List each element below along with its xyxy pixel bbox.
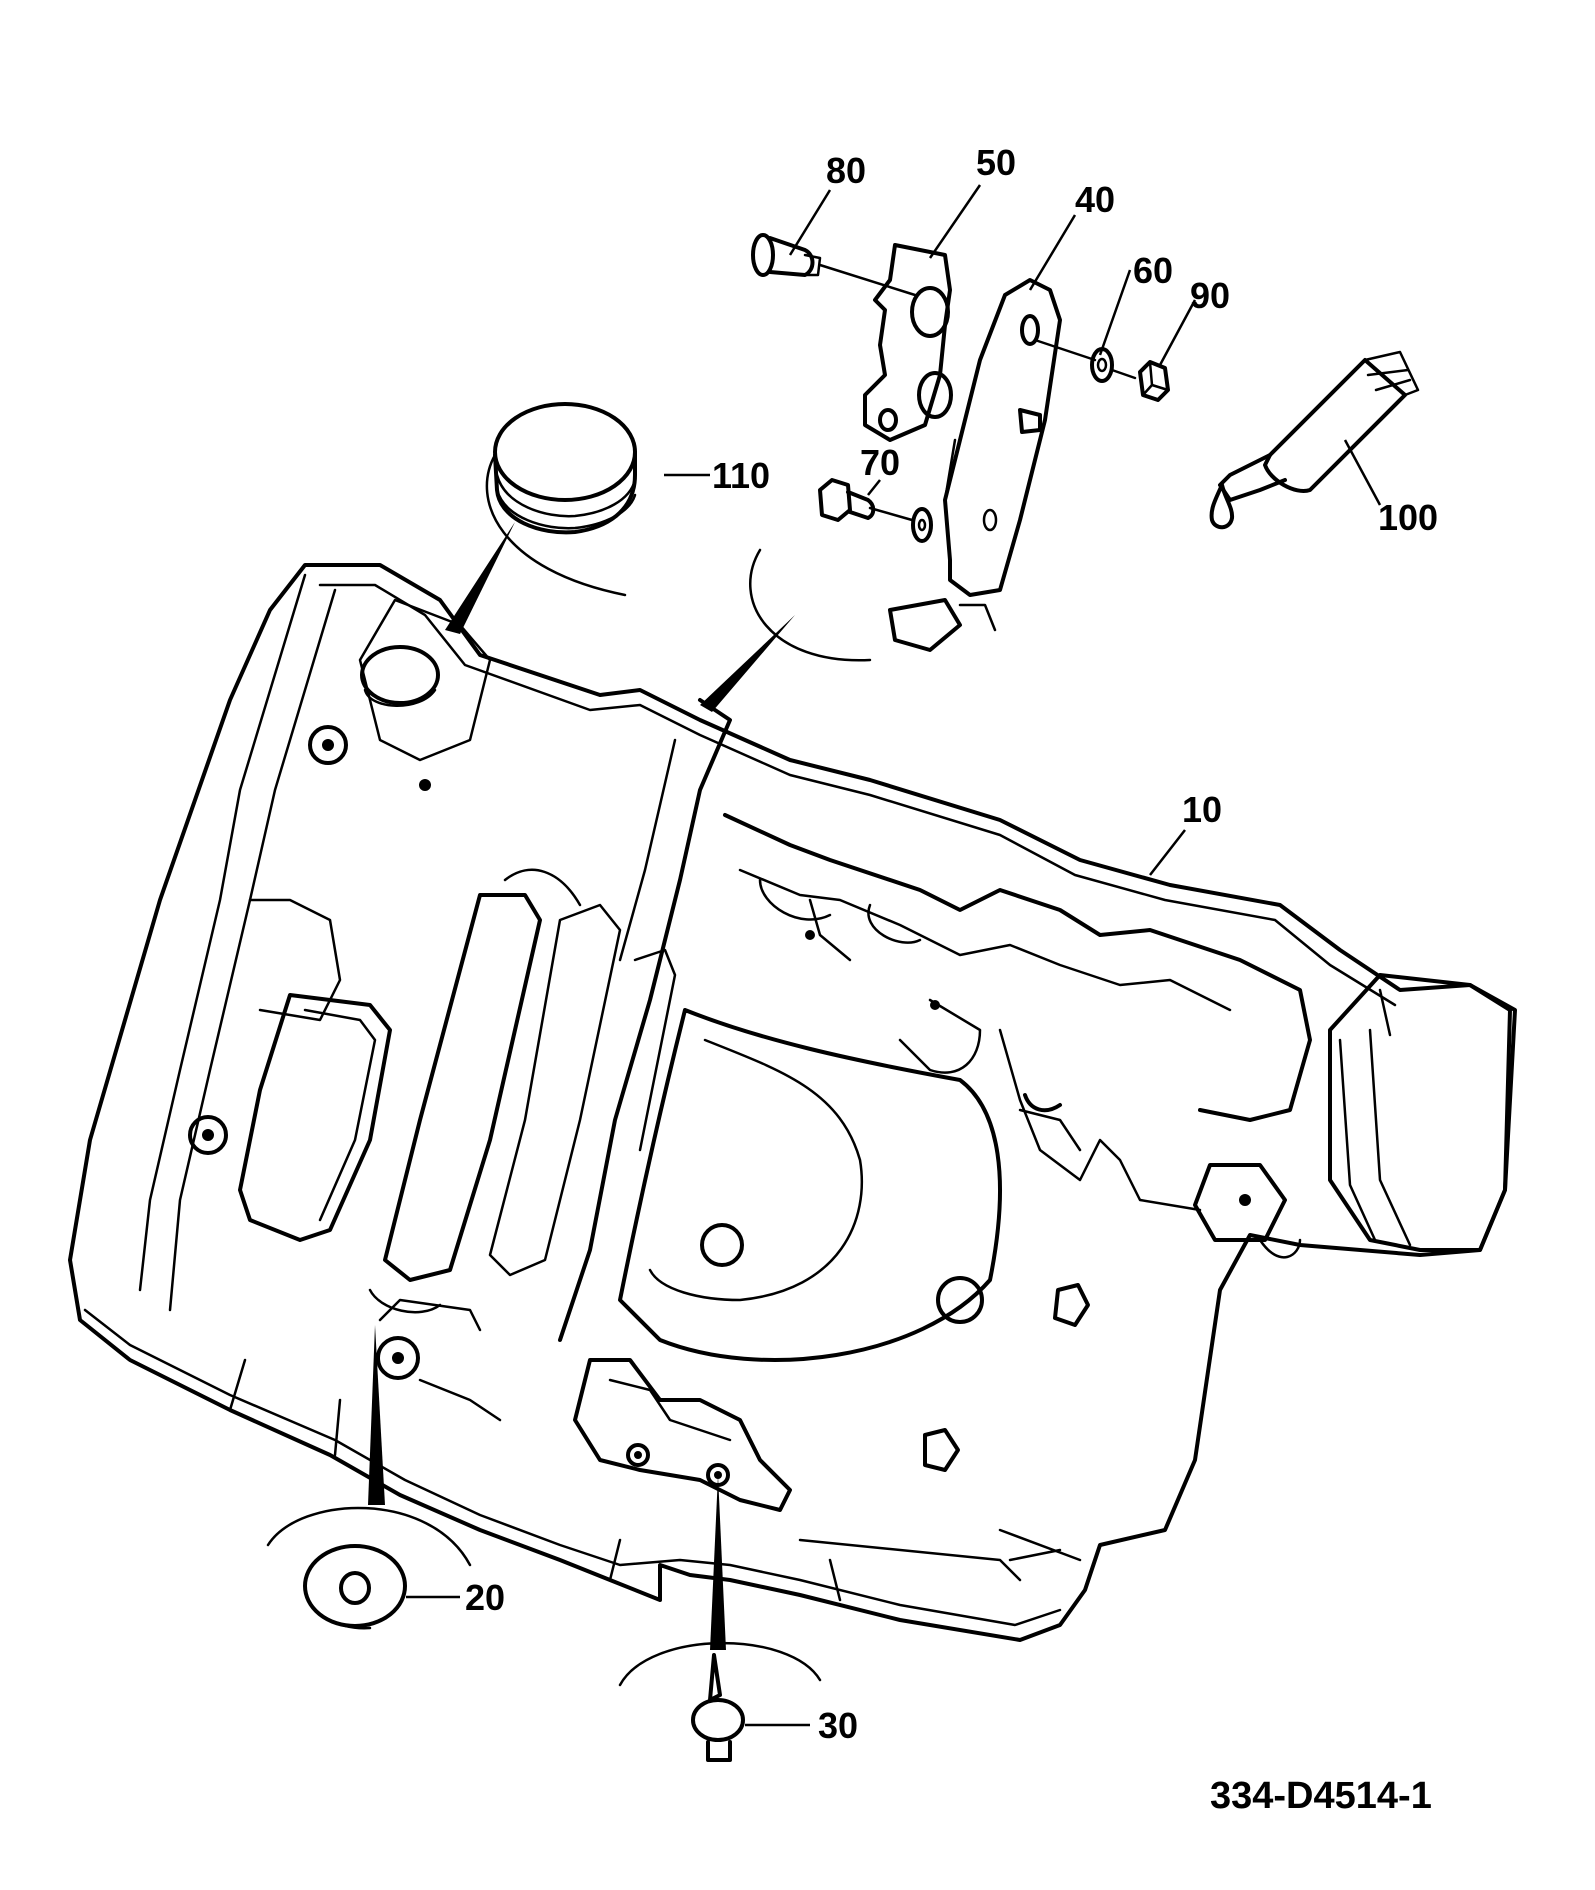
part-100-tube xyxy=(1209,350,1420,530)
callout-100: 100 xyxy=(1378,497,1438,538)
part-60-washer xyxy=(1090,347,1114,383)
drawing-number: 334-D4514-1 xyxy=(1210,1775,1432,1817)
part-80-pin xyxy=(751,233,822,277)
part-50-plate xyxy=(863,243,953,442)
callout-80: 80 xyxy=(826,150,866,191)
part-40-bracket xyxy=(888,278,1062,652)
callout-10: 10 xyxy=(1182,789,1222,830)
callout-labels: 80 50 40 60 90 110 70 100 10 20 30 xyxy=(465,142,1438,1746)
callout-110: 110 xyxy=(712,455,770,496)
callout-20: 20 xyxy=(465,1577,505,1618)
callout-90: 90 xyxy=(1190,275,1230,316)
callout-70: 70 xyxy=(860,442,900,483)
part-30-fastener xyxy=(618,1641,822,1762)
callout-50: 50 xyxy=(976,142,1016,183)
part-110-cap xyxy=(485,402,637,597)
part-10-tray xyxy=(68,563,1517,1642)
part-90-nut xyxy=(1138,360,1170,402)
callout-40: 40 xyxy=(1075,179,1115,220)
bracket-assembly xyxy=(749,233,1170,662)
leader-lines xyxy=(406,184,1382,1727)
callout-60: 60 xyxy=(1133,250,1173,291)
part-20-washer xyxy=(266,1506,472,1630)
callout-cones xyxy=(368,522,795,1650)
callout-30: 30 xyxy=(818,1705,858,1746)
